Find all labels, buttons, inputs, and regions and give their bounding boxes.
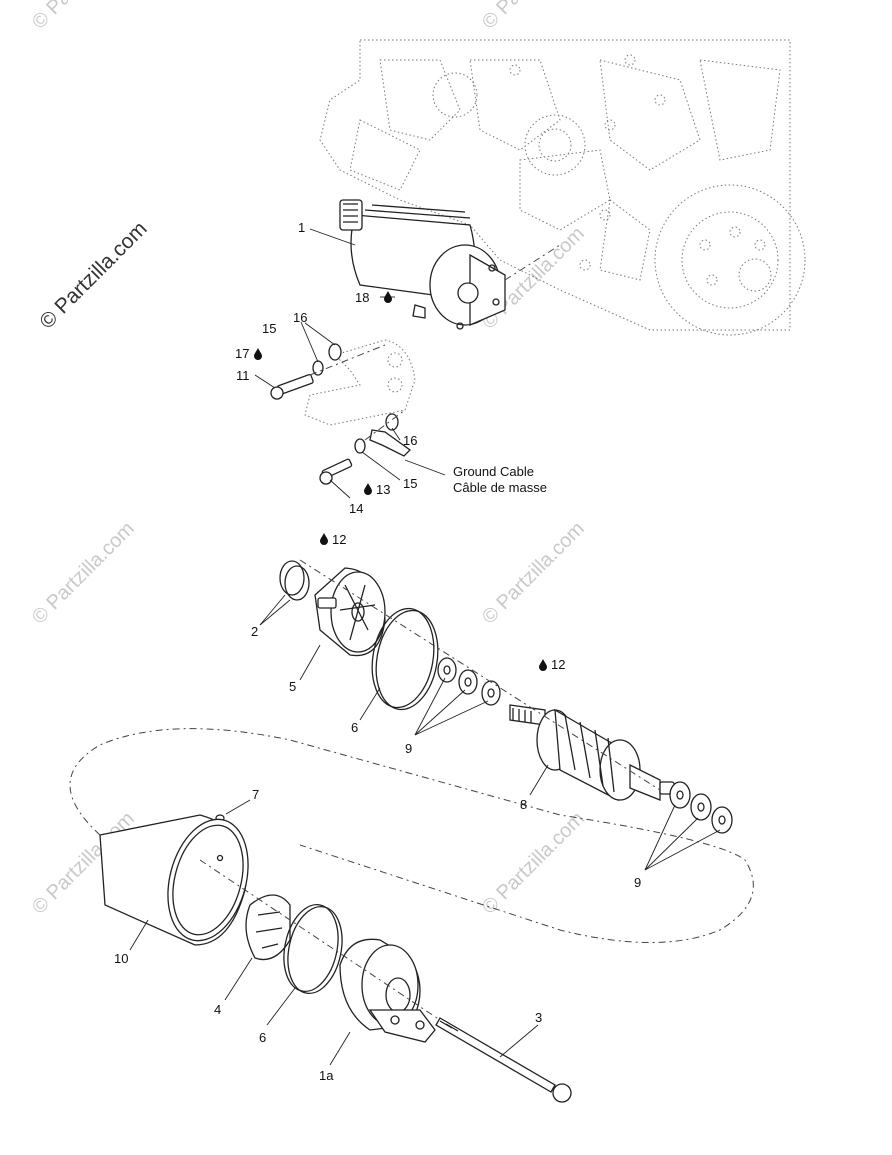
label-part-5: 5 bbox=[289, 679, 296, 694]
bracket-centerlines bbox=[309, 344, 406, 441]
watermark-text: © Partzilla.com bbox=[28, 0, 139, 34]
faint-watermarks: © Partzilla.com © Partzilla.com © Partzi… bbox=[28, 0, 589, 919]
starter-assembly bbox=[339, 199, 506, 330]
label-part-12: 12 bbox=[332, 532, 346, 547]
label-part-10: 10 bbox=[114, 951, 128, 966]
label-part-2: 2 bbox=[251, 624, 258, 639]
label-part-9: 9 bbox=[634, 875, 641, 890]
watermark-text: © Partzilla.com bbox=[478, 518, 589, 629]
oil-drop-icon bbox=[384, 291, 392, 303]
engine-block-phantom bbox=[319, 39, 806, 336]
ground-cable-label: Ground Cable bbox=[453, 464, 534, 479]
label-part-8: 8 bbox=[520, 797, 527, 812]
oil-drop-icon bbox=[539, 659, 547, 671]
label-part-18: 18 bbox=[355, 290, 369, 305]
label-part-11: 11 bbox=[236, 368, 250, 383]
oil-drop-icon bbox=[364, 483, 372, 495]
partzilla-watermark: © Partzilla.com bbox=[35, 217, 151, 333]
label-part-15: 15 bbox=[262, 321, 276, 336]
assembly-path bbox=[69, 728, 754, 943]
axis-line bbox=[199, 859, 441, 1021]
watermark-text: © Partzilla.com bbox=[478, 808, 589, 919]
label-part-17: 17 bbox=[235, 346, 249, 361]
label-part-4: 4 bbox=[214, 1002, 221, 1017]
leader-lines bbox=[129, 228, 721, 1066]
label-part-13: 13 bbox=[376, 482, 390, 497]
watermark-text: © Partzilla.com bbox=[28, 518, 139, 629]
label-part-16: 16 bbox=[293, 310, 307, 325]
label-part-3: 3 bbox=[535, 1010, 542, 1025]
ground-cable-label-fr: Câble de masse bbox=[453, 480, 547, 495]
label-part-6: 6 bbox=[259, 1030, 266, 1045]
part-number-labels: 1 18 16 15 17 11 16 15 13 14 Ground Cabl… bbox=[114, 220, 641, 1083]
label-part-15: 15 bbox=[403, 476, 417, 491]
label-part-14: 14 bbox=[349, 501, 363, 516]
oil-drop-icon bbox=[320, 533, 328, 545]
exploded-components bbox=[99, 560, 733, 1103]
centerline bbox=[504, 244, 561, 281]
label-part-6: 6 bbox=[351, 720, 358, 735]
label-part-12: 12 bbox=[551, 657, 565, 672]
label-part-7: 7 bbox=[252, 787, 259, 802]
label-part-1a: 1a bbox=[319, 1068, 334, 1083]
oil-drop-icon bbox=[254, 348, 262, 360]
label-part-1: 1 bbox=[298, 220, 305, 235]
watermark-text: © Partzilla.com bbox=[478, 0, 589, 34]
label-part-9: 9 bbox=[405, 741, 412, 756]
label-part-16: 16 bbox=[403, 433, 417, 448]
axis-line bbox=[299, 559, 661, 791]
